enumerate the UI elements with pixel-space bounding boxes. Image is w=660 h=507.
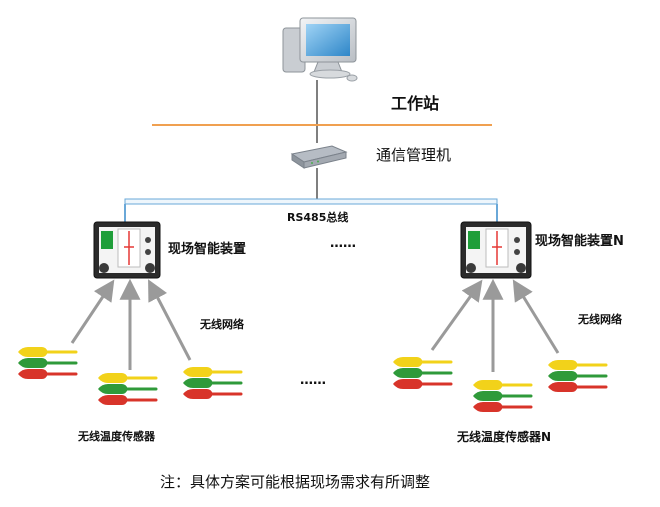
sensor-probe-body — [98, 373, 128, 383]
sensor-probe-body — [98, 384, 128, 394]
bus-label: RS485总线 — [287, 211, 349, 224]
workstation-label: 工作站 — [391, 94, 440, 113]
wireless-arrow-nc — [512, 279, 560, 354]
wireless-arrow-na — [430, 279, 483, 351]
sensor-probe-body — [473, 391, 503, 401]
sensor-probe-body — [18, 358, 48, 368]
sensor-n-label: 无线温度传感器N — [457, 430, 552, 444]
temperature-sensor-cluster — [18, 347, 78, 379]
temperature-sensor-cluster — [473, 380, 533, 412]
sensor-probe-body — [548, 371, 578, 381]
sensor-probe-body — [183, 367, 213, 377]
sensor-probe-body — [18, 369, 48, 379]
sensor-1-label: 无线温度传感器 — [78, 430, 155, 443]
comm-manager-label: 通信管理机 — [376, 146, 452, 164]
wireless-network-1-label: 无线网络 — [200, 318, 244, 331]
workstation-computer-icon — [282, 17, 358, 82]
temperature-sensor-cluster — [98, 373, 158, 405]
sensor-probe-body — [393, 357, 423, 367]
wireless-arrow-1a — [70, 279, 115, 344]
sensor-probe-body — [393, 368, 423, 378]
devices-ellipsis: …… — [330, 236, 356, 251]
sensor-probe-body — [473, 402, 503, 412]
temperature-sensor-cluster — [183, 367, 243, 399]
sensor-clusters — [18, 347, 608, 412]
sensors-ellipsis: …… — [300, 373, 326, 388]
wireless-network-n-label: 无线网络 — [578, 313, 622, 326]
wireless-arrow-1c — [148, 279, 192, 361]
temperature-sensor-cluster — [548, 360, 608, 392]
sensor-probe-body — [98, 395, 128, 405]
sensor-probe-body — [183, 378, 213, 388]
temperature-sensor-cluster — [393, 357, 453, 389]
footnote: 注：具体方案可能根据现场需求有所调整 — [160, 473, 431, 491]
sensor-probe-body — [183, 389, 213, 399]
comm-manager-icon — [290, 145, 348, 169]
smart-device-1-icon — [93, 221, 161, 279]
smart-device-n-icon — [460, 221, 532, 279]
sensor-probe-body — [393, 379, 423, 389]
device-1-label: 现场智能装置 — [168, 242, 247, 257]
sensor-probe-body — [18, 347, 48, 357]
sensor-probe-body — [473, 380, 503, 390]
sensor-probe-body — [548, 360, 578, 370]
sensor-probe-body — [548, 382, 578, 392]
rs485-bus — [124, 198, 498, 205]
device-n-label: 现场智能装置N — [535, 234, 624, 249]
